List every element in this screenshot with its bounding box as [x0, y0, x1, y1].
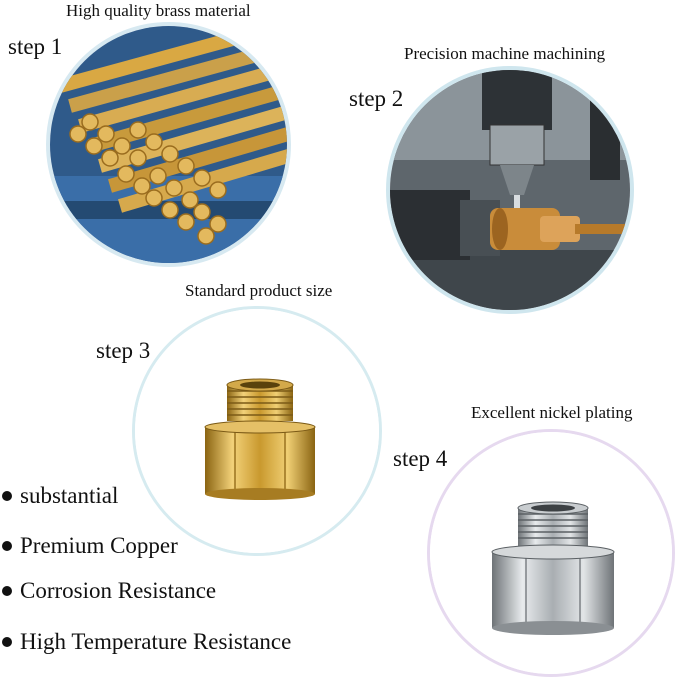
feature-text: High Temperature Resistance [20, 629, 292, 654]
brass-fitting-illustration [135, 309, 379, 553]
feature-item: Corrosion Resistance [2, 578, 216, 604]
nickel-fitting-illustration [430, 432, 672, 674]
step3-label: step 3 [96, 338, 151, 363]
step2-caption: Precision machine machining [404, 44, 606, 63]
step4-image-nickel-fitting [427, 429, 675, 677]
step1-label: step 1 [8, 34, 63, 59]
step3-image-brass-fitting [132, 306, 382, 556]
feature-text: Premium Copper [20, 533, 178, 558]
feature-text: Corrosion Resistance [20, 578, 217, 603]
bullet-dot-icon [2, 490, 12, 501]
step2-label: step 2 [349, 86, 404, 111]
brass-rods-illustration [50, 26, 287, 263]
bullet-dot-icon [2, 585, 12, 596]
bullet-dot-icon [2, 636, 12, 647]
cnc-machine-illustration [390, 70, 630, 310]
step1-image-brass-rods [46, 22, 291, 267]
feature-item: substantial [2, 483, 118, 509]
feature-item: Premium Copper [2, 533, 178, 559]
step2-image-cnc-machining [386, 66, 634, 314]
step3-caption: Standard product size [185, 281, 333, 300]
step4-label: step 4 [393, 446, 448, 471]
step4-caption: Excellent nickel plating [471, 403, 633, 422]
bullet-dot-icon [2, 540, 12, 551]
feature-item: High Temperature Resistance [2, 629, 291, 655]
feature-text: substantial [20, 483, 119, 508]
step1-caption: High quality brass material [66, 1, 251, 20]
